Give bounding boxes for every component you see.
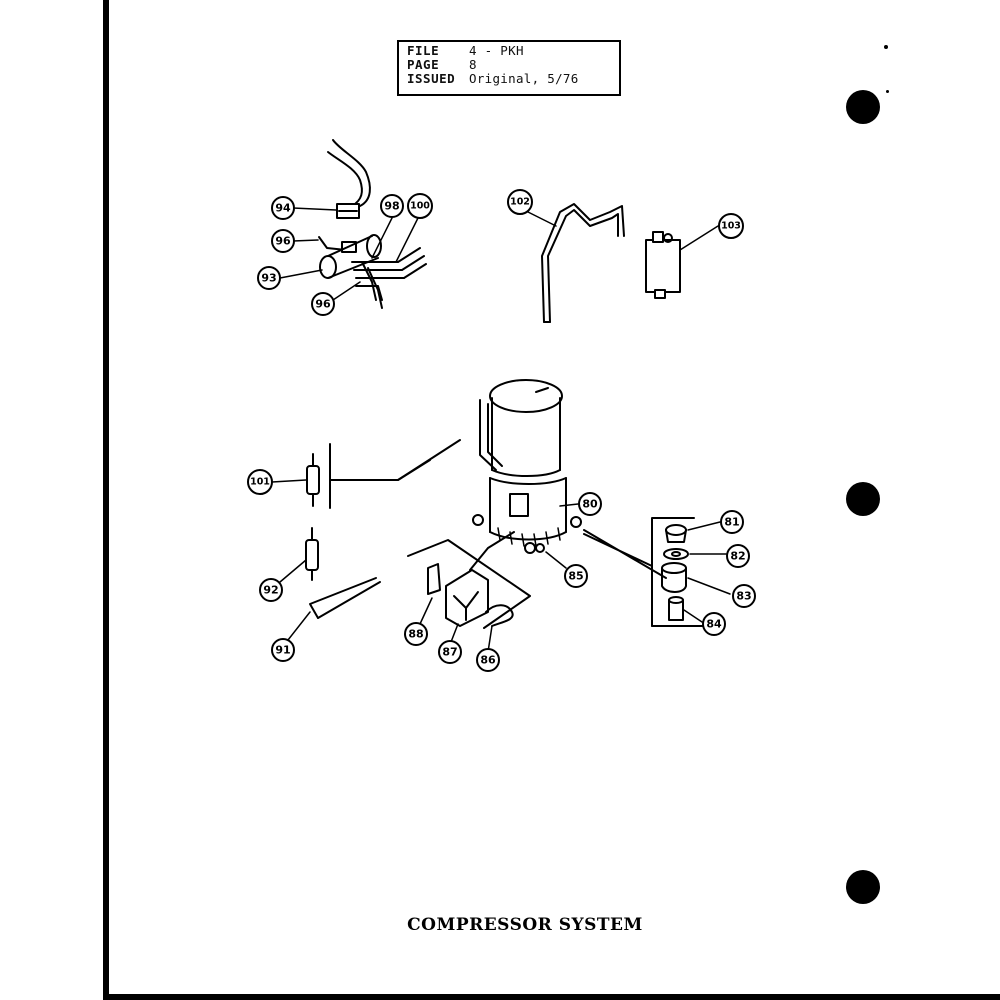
svg-text:91: 91: [275, 644, 290, 657]
callout-103: 103: [718, 213, 744, 239]
svg-text:92: 92: [263, 584, 278, 597]
callout-91: 91: [271, 638, 295, 662]
svg-text:94: 94: [275, 202, 291, 215]
svg-text:101: 101: [250, 477, 270, 488]
callout-84: 84: [702, 612, 726, 636]
binder-hole-middle: [846, 482, 880, 516]
discharge-tube: [541, 203, 625, 323]
callout-98: 98: [380, 194, 404, 218]
callouts: 94 96 93 96 98 100 102 103: [247, 189, 756, 672]
svg-text:96: 96: [275, 235, 291, 248]
file-info-box: FILE 4 - PKH PAGE 8 ISSUED Original, 5/7…: [397, 40, 621, 96]
svg-text:86: 86: [480, 654, 496, 667]
svg-text:102: 102: [510, 197, 530, 208]
callout-86: 86: [476, 648, 500, 672]
callout-88: 88: [404, 622, 428, 646]
callout-101: 101: [247, 469, 273, 495]
callout-96-upper: 96: [271, 229, 295, 253]
svg-text:81: 81: [724, 516, 739, 529]
svg-text:82: 82: [730, 550, 745, 563]
compressor-body: [472, 379, 582, 554]
speck: [886, 90, 889, 93]
issued-label: ISSUED: [407, 71, 456, 86]
page-title: COMPRESSOR SYSTEM: [407, 915, 643, 935]
pressure-switch: [645, 231, 681, 299]
file-value: 4 - PKH: [469, 43, 524, 58]
svg-text:93: 93: [261, 272, 276, 285]
callout-96-lower: 96: [311, 292, 335, 316]
svg-text:83: 83: [736, 590, 751, 603]
callout-94: 94: [271, 196, 295, 220]
svg-text:85: 85: [568, 570, 583, 583]
speck: [884, 45, 888, 49]
callout-93: 93: [257, 266, 281, 290]
callout-83: 83: [732, 584, 756, 608]
svg-text:84: 84: [706, 618, 722, 631]
page-row: PAGE 8: [407, 58, 611, 72]
page-label: PAGE: [407, 57, 440, 72]
issued-row: ISSUED Original, 5/76: [407, 72, 611, 86]
callout-85: 85: [564, 564, 588, 588]
file-label: FILE: [407, 43, 440, 58]
callout-92: 92: [259, 578, 283, 602]
issued-value: Original, 5/76: [469, 71, 579, 86]
svg-text:96: 96: [315, 298, 331, 311]
svg-text:98: 98: [384, 200, 399, 213]
page-value: 8: [469, 57, 477, 72]
svg-text:103: 103: [721, 221, 741, 232]
page-bottom-edge: [103, 994, 1000, 1000]
tube-91: [309, 577, 381, 619]
callout-81: 81: [720, 510, 744, 534]
callout-82: 82: [726, 544, 750, 568]
mounting-hardware-group: [583, 517, 707, 627]
wire-harness-group: [318, 139, 427, 309]
svg-text:100: 100: [410, 201, 430, 212]
callout-80: 80: [578, 492, 602, 516]
svg-text:87: 87: [442, 646, 457, 659]
filter-drier-101: [306, 439, 461, 509]
binder-hole-top: [846, 90, 880, 124]
callout-102: 102: [507, 189, 533, 215]
leader-lines: [271, 207, 731, 653]
svg-text:80: 80: [582, 498, 598, 511]
svg-text:88: 88: [408, 628, 423, 641]
binder-hole-bottom: [846, 870, 880, 904]
file-row: FILE 4 - PKH: [407, 44, 611, 58]
callout-87: 87: [438, 640, 462, 664]
callout-100: 100: [407, 193, 433, 219]
binder-spine-edge: [103, 0, 109, 1000]
drier-92: [305, 527, 319, 581]
terminal-cover-group: [407, 531, 531, 629]
